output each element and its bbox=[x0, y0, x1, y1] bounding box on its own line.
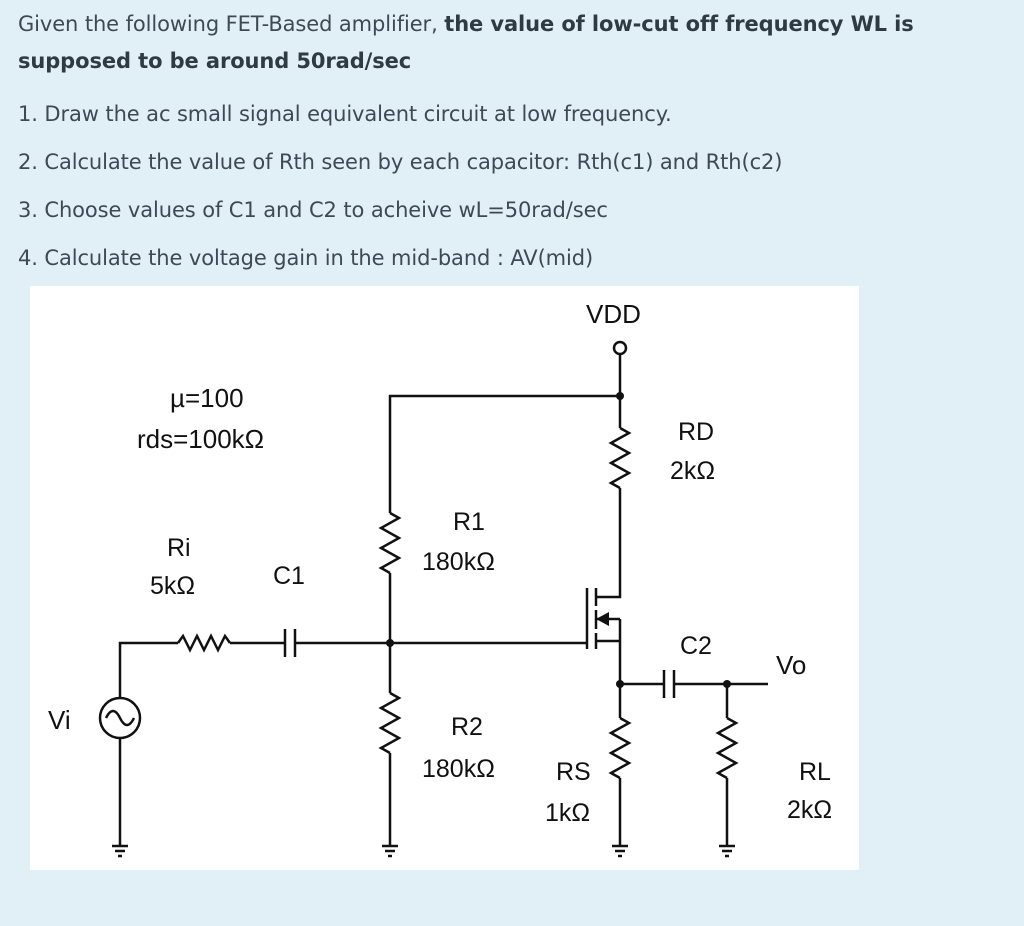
intro-bold: the value of low-cut off frequency WL is… bbox=[18, 12, 914, 73]
r2-value-label: 180kΩ bbox=[422, 755, 495, 783]
ac-source-icon bbox=[98, 696, 142, 740]
top-wire bbox=[388, 394, 620, 513]
rd-resistor bbox=[608, 426, 632, 490]
ri-resistor bbox=[176, 633, 232, 653]
c2-capacitor bbox=[662, 670, 676, 698]
input-wire bbox=[118, 641, 178, 698]
rl-value-label: 2kΩ bbox=[787, 796, 832, 824]
ground-source-icon bbox=[112, 844, 128, 858]
task-4: 4. Calculate the voltage gain in the mid… bbox=[18, 246, 594, 270]
ground-rs-icon bbox=[612, 844, 628, 858]
c1-label: C1 bbox=[273, 562, 305, 590]
vdd-junction-dot bbox=[616, 392, 624, 400]
r2-resistor bbox=[378, 691, 402, 755]
vdd-terminal bbox=[612, 340, 628, 356]
ri-name-label: Ri bbox=[167, 534, 191, 562]
intro-plain: Given the following FET-Based amplifier, bbox=[18, 12, 445, 36]
c2-label: C2 bbox=[680, 632, 712, 660]
mu-label: µ=100 bbox=[170, 383, 244, 413]
question-text: Given the following FET-Based amplifier,… bbox=[18, 6, 1008, 270]
rd-value-label: 2kΩ bbox=[670, 457, 715, 485]
task-2: 2. Calculate the value of Rth seen by ea… bbox=[18, 150, 783, 174]
vdd-label: VDD bbox=[586, 299, 641, 329]
rs-value-label: 1kΩ bbox=[545, 799, 590, 827]
ground-rl-icon bbox=[719, 844, 735, 858]
task-list: 1. Draw the ac small signal equivalent c… bbox=[18, 102, 1008, 270]
ground-r2-icon bbox=[382, 844, 398, 858]
r1-name-label: R1 bbox=[453, 508, 485, 536]
rl-name-label: RL bbox=[799, 758, 831, 786]
rl-resistor bbox=[715, 716, 739, 780]
circuit-figure: VDD µ=100 rds=100kΩ RD 2kΩ R1 180kΩ Ri 5… bbox=[30, 286, 859, 870]
drain-wire bbox=[603, 488, 622, 599]
mosfet-symbol bbox=[585, 588, 622, 649]
r1-resistor bbox=[378, 511, 402, 575]
rs-resistor bbox=[608, 716, 632, 780]
ri-value-label: 5kΩ bbox=[150, 572, 195, 600]
rds-label: rds=100kΩ bbox=[137, 424, 264, 454]
task-1: 1. Draw the ac small signal equivalent c… bbox=[18, 102, 672, 126]
c1-capacitor bbox=[283, 629, 297, 657]
vo-label: Vo bbox=[776, 650, 806, 680]
question-intro: Given the following FET-Based amplifier,… bbox=[18, 6, 1008, 80]
fet-amplifier-schematic: VDD µ=100 rds=100kΩ RD 2kΩ R1 180kΩ Ri 5… bbox=[48, 299, 832, 858]
rd-name-label: RD bbox=[678, 418, 714, 446]
r2-name-label: R2 bbox=[451, 713, 483, 741]
r1-value-label: 180kΩ bbox=[422, 548, 495, 576]
vi-label: Vi bbox=[48, 705, 71, 735]
task-3: 3. Choose values of C1 and C2 to acheive… bbox=[18, 198, 608, 222]
rs-name-label: RS bbox=[556, 758, 591, 786]
